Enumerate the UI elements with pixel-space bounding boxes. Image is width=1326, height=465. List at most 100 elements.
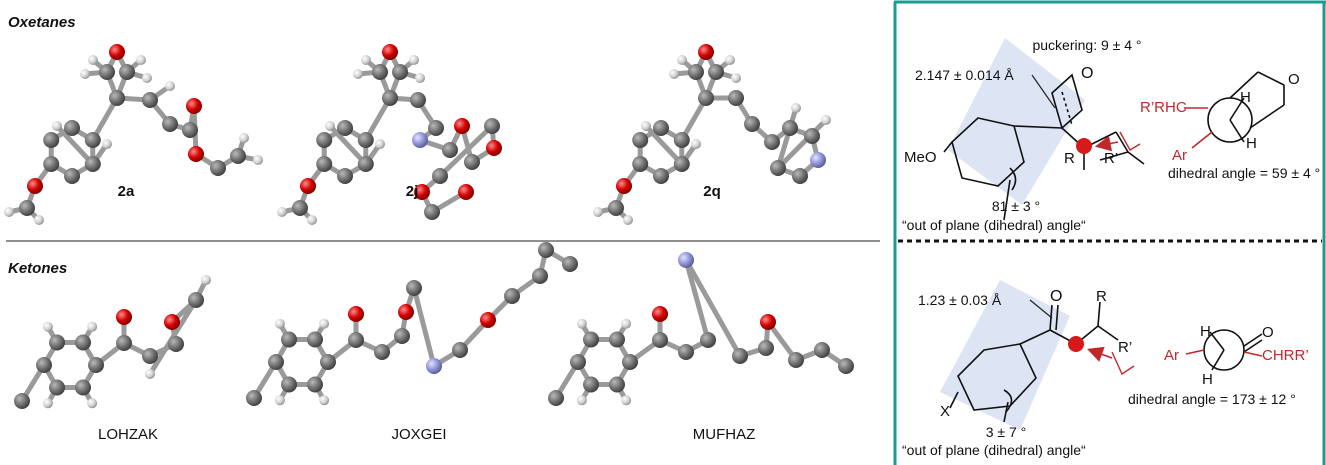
carbon-atom [562, 256, 578, 272]
carbon-atom [210, 160, 226, 176]
bond [363, 96, 393, 142]
hydrogen-atom [691, 139, 701, 149]
carbon-atom [64, 168, 80, 184]
carbon-atom [357, 132, 374, 148]
carbon-atom [838, 358, 854, 374]
carbon-atom [43, 132, 60, 148]
carbon-atom [464, 154, 480, 170]
hydrogen-atom [102, 139, 112, 149]
oxetane-dihedral: dihedral angle = 59 ± 4 ° [1168, 165, 1320, 181]
ketones-title: Ketones [8, 260, 67, 277]
hydrogen-atom [34, 215, 44, 225]
carbon-atom [764, 134, 780, 150]
carbon-atom [782, 120, 798, 136]
carbon-atom [484, 118, 500, 134]
carbon-atom [410, 92, 426, 108]
oxygen-atom [164, 314, 180, 330]
oxetane-conformation: puckering: 9 ± 4 ° 2.147 ± 0.014 Å O MeO… [902, 37, 1320, 233]
carbon-atom [357, 156, 374, 172]
carbon-atom [532, 268, 548, 284]
ketone-conformation: 1.23 ± 0.03 Å O R R’ X 3 ± 7 ° “out of p… [902, 280, 1309, 458]
carbon-atom [119, 64, 135, 80]
aryl-plane-highlight [948, 38, 1085, 205]
hydrogen-atom [307, 215, 317, 225]
carbon-atom [307, 376, 323, 393]
compound-label-joxgei: JOXGEI [391, 426, 446, 443]
carbon-atom [142, 348, 158, 364]
carbon-atom [372, 64, 388, 80]
hydrogen-atom [725, 55, 735, 65]
oxygen-atom [454, 118, 470, 134]
ketone-o: O [1050, 288, 1062, 305]
hydrogen-atom [821, 115, 831, 125]
carbon-atom [292, 200, 308, 216]
hydrogen-atom [80, 69, 90, 79]
hydrogen-atom [353, 69, 363, 79]
hydrogen-atom [361, 55, 371, 65]
hydrogen-atom [239, 133, 249, 143]
carbon-atom [673, 156, 690, 172]
hydrogen-atom [145, 369, 155, 379]
ball-and-stick-models [4, 44, 854, 409]
carbon-atom [792, 168, 808, 184]
compound-label-mufhaz: MUFHAZ [693, 426, 756, 443]
hydrogen-atom [274, 318, 285, 329]
oxygen-atom [414, 184, 430, 200]
hydrogen-atom [623, 215, 633, 225]
hydrogen-atom [277, 207, 287, 217]
carbon-atom [337, 120, 353, 136]
oxygen-atom [760, 314, 776, 330]
carbon-atom [49, 334, 65, 351]
bond [55, 124, 95, 166]
bond [683, 259, 711, 341]
carbon-atom [307, 331, 323, 348]
carbon-atom [348, 332, 364, 348]
oxygen-atom [109, 44, 125, 60]
hydrogen-atom [274, 395, 285, 406]
carbon-atom [788, 352, 804, 368]
carbon-atom [653, 168, 669, 184]
oxygen-atom [116, 309, 132, 325]
ketone-plane-highlight [940, 280, 1070, 430]
carbon-atom [570, 354, 586, 370]
carbon-atom [230, 148, 246, 164]
carbon-atom [316, 132, 333, 148]
carbon-atom [538, 242, 554, 258]
carbon-atom [394, 328, 410, 344]
carbon-atom [88, 357, 104, 373]
oxygen-atom [186, 98, 202, 114]
ketone-alpha-dot [1068, 336, 1084, 352]
ketone-newman-h1: H [1200, 323, 1211, 340]
hydrogen-atom [87, 398, 98, 409]
carbon-atom [804, 128, 820, 144]
molecule-joxgei [246, 242, 578, 406]
hydrogen-atom [87, 321, 98, 332]
oxygen-atom [300, 178, 316, 194]
ketone-oop-label: “out of plane (dihedral) angle“ [902, 442, 1086, 458]
carbon-atom [814, 342, 830, 358]
ketone-r: R [1096, 288, 1107, 305]
carbon-atom [622, 354, 638, 370]
newman-h1: H [1240, 89, 1251, 106]
carbon-atom [19, 200, 35, 216]
molecule-2a [4, 44, 263, 225]
carbon-atom [432, 168, 448, 184]
bond [411, 287, 437, 367]
carbon-atom [442, 142, 458, 158]
carbon-atom [583, 376, 599, 393]
nitrogen-atom [426, 358, 442, 374]
carbon-atom [632, 156, 649, 172]
carbon-atom [424, 204, 440, 220]
carbon-atom [406, 280, 422, 296]
ketone-newman-h2: H [1202, 371, 1213, 388]
oxetane-r: R [1064, 150, 1075, 167]
hydrogen-atom [593, 207, 603, 217]
hydrogen-atom [641, 121, 651, 131]
oxetane-o: O [1081, 65, 1093, 82]
carbon-atom [246, 390, 262, 406]
carbon-atom [75, 334, 91, 351]
hydrogen-atom [88, 55, 98, 65]
compound-label-2q: 2q [703, 183, 721, 200]
carbon-atom [609, 331, 625, 348]
carbon-atom [583, 331, 599, 348]
